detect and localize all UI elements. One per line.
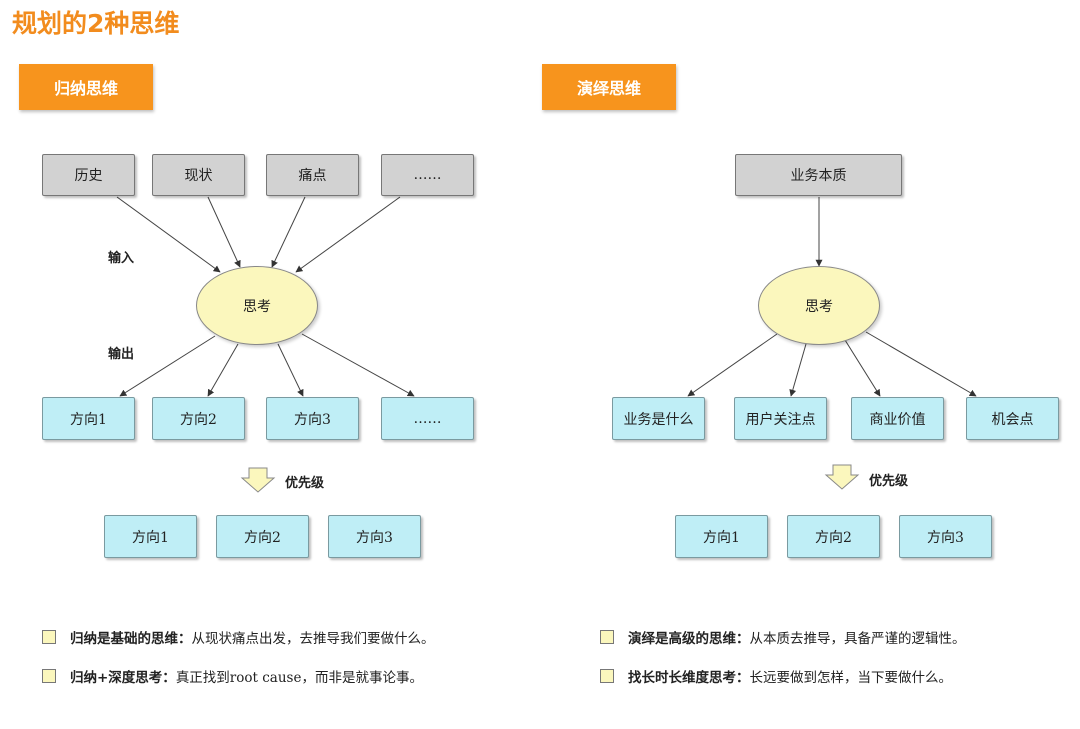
output-chance-box: 机会点 <box>966 397 1059 440</box>
priority-right-dir3-box: 方向3 <box>899 515 992 558</box>
arrow-think-to-dir2 <box>207 343 239 397</box>
arrow-think-to-dir1 <box>119 335 216 397</box>
input-label: 输入 <box>108 251 135 266</box>
note-left-1-bold: 归纳是基础的思维： <box>70 631 192 647</box>
output-dir3-box: 方向3 <box>266 397 359 440</box>
input-more-box: …… <box>381 154 474 196</box>
output-user-box: 用户关注点 <box>734 397 827 440</box>
note-right-2: 找长时长维度思考： 长远要做到怎样，当下要做什么。 <box>600 666 952 686</box>
note-left-1-text: 从现状痛点出发，去推导我们要做什么。 <box>191 631 435 647</box>
arrow-think-to-value <box>844 339 881 397</box>
output-label: 输出 <box>108 347 135 362</box>
priority-dir1-box: 方向1 <box>104 515 197 558</box>
priority-arrow-left <box>240 467 276 493</box>
priority-dir2-box: 方向2 <box>216 515 309 558</box>
arrow-think-to-user <box>789 343 807 397</box>
arrow-pain-to-think <box>271 196 306 268</box>
priority-label-left: 优先级 <box>285 476 325 491</box>
output-value-box: 商业价值 <box>851 397 944 440</box>
arrow-think-to-business <box>687 333 778 397</box>
output-dir1-box: 方向1 <box>42 397 135 440</box>
note-left-2-text: 真正找到root cause，而非是就事论事。 <box>175 670 423 686</box>
tag-inductive: 归纳思维 <box>19 64 153 110</box>
note-left-1: 归纳是基础的思维： 从现状痛点出发，去推导我们要做什么。 <box>42 627 435 647</box>
note-right-1-bold: 演绎是高级的思维： <box>628 631 750 647</box>
note-left-2-bold: 归纳+深度思考： <box>70 670 176 686</box>
input-status-box: 现状 <box>152 154 245 196</box>
priority-dir3-box: 方向3 <box>328 515 421 558</box>
priority-right-dir2-box: 方向2 <box>787 515 880 558</box>
input-history-box: 历史 <box>42 154 135 196</box>
think-oval-left: 思考 <box>196 266 318 345</box>
note-bullet-icon <box>600 669 614 683</box>
note-bullet-icon <box>42 669 56 683</box>
note-bullet-icon <box>600 630 614 644</box>
output-dir2-box: 方向2 <box>152 397 245 440</box>
note-bullet-icon <box>42 630 56 644</box>
priority-label-right: 优先级 <box>869 474 909 489</box>
output-more-box: …… <box>381 397 474 440</box>
note-left-2: 归纳+深度思考： 真正找到root cause，而非是就事论事。 <box>42 666 423 686</box>
input-essence-box: 业务本质 <box>735 154 902 196</box>
arrow-think-to-more <box>301 333 415 397</box>
note-right-2-text: 长远要做到怎样，当下要做什么。 <box>749 670 953 686</box>
tag-deductive: 演绎思维 <box>542 64 676 110</box>
arrow-think-to-dir3 <box>277 343 304 397</box>
note-right-1-text: 从本质去推导，具备严谨的逻辑性。 <box>749 631 966 647</box>
priority-right-dir1-box: 方向1 <box>675 515 768 558</box>
arrow-more-to-think <box>295 196 401 273</box>
think-oval-right: 思考 <box>758 266 880 345</box>
arrow-history-to-think <box>116 196 221 273</box>
arrow-status-to-think <box>207 196 241 268</box>
output-business-box: 业务是什么 <box>612 397 705 440</box>
note-right-2-bold: 找长时长维度思考： <box>628 670 750 686</box>
arrow-think-to-chance <box>865 331 977 397</box>
note-right-1: 演绎是高级的思维： 从本质去推导，具备严谨的逻辑性。 <box>600 627 966 647</box>
page-title: 规划的2种思维 <box>12 9 180 38</box>
priority-arrow-right <box>824 464 860 490</box>
input-pain-box: 痛点 <box>266 154 359 196</box>
